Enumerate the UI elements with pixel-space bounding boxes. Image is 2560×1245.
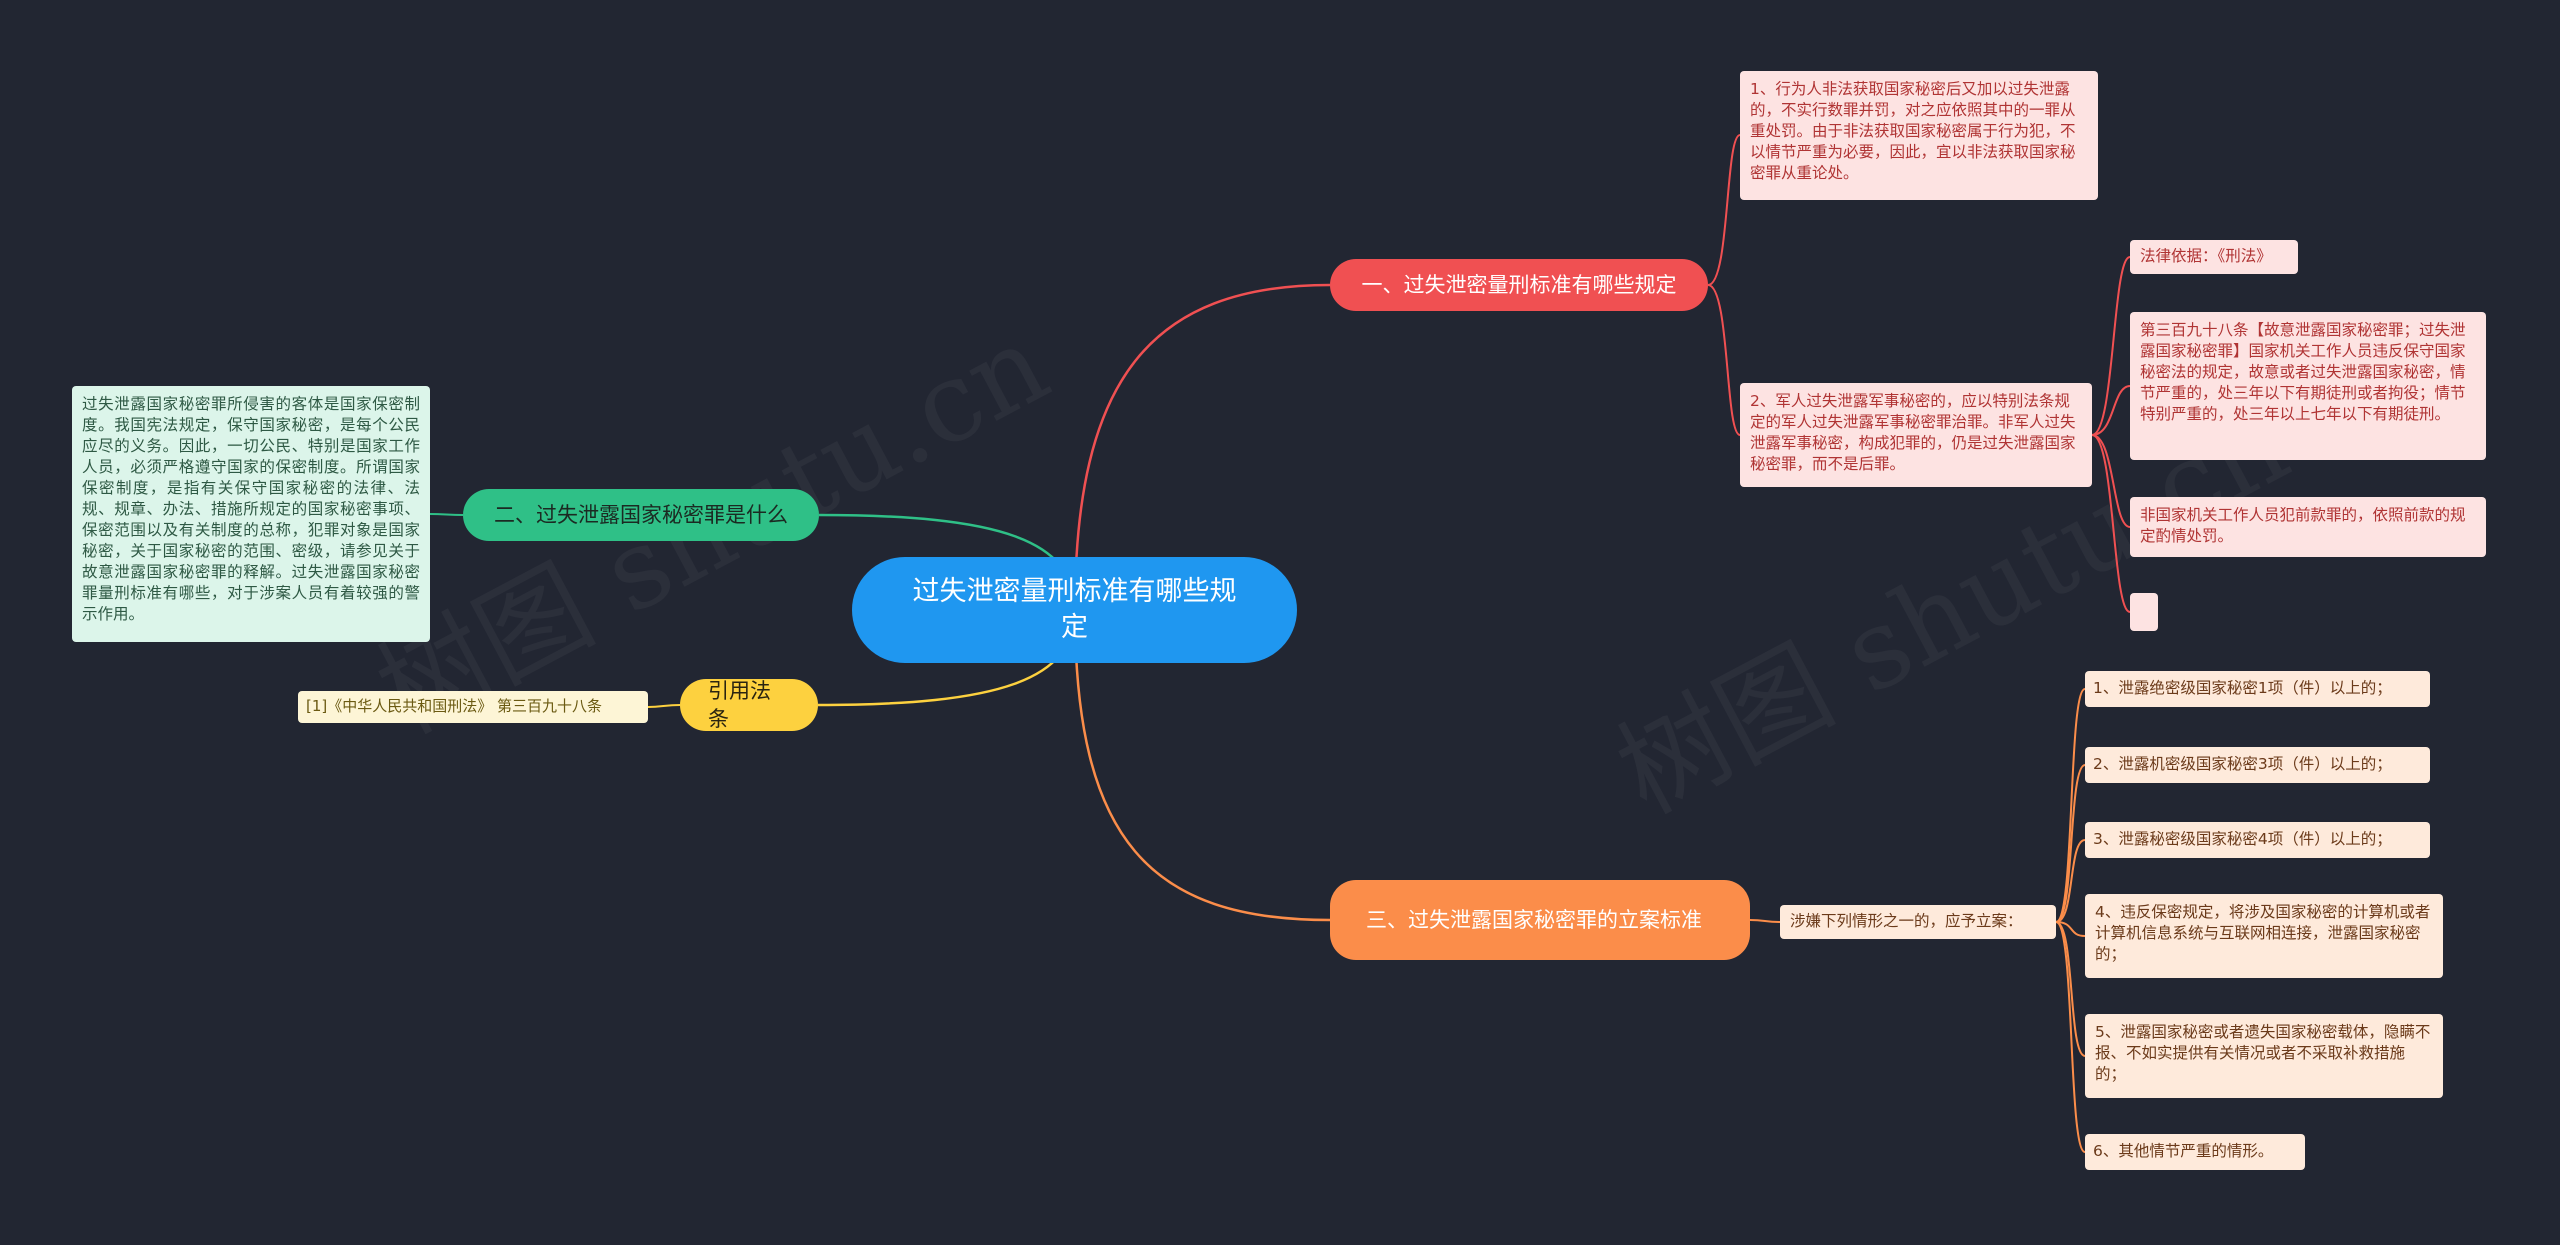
root-title: 过失泄密量刑标准有哪些规定 — [912, 576, 1237, 643]
leaf-legal-basis[interactable]: 法律依据：《刑法》 — [2130, 240, 2298, 274]
branch-cited-law[interactable]: 引用法条 — [680, 679, 818, 731]
link-connector-item5 — [2055, 921, 2086, 1057]
branch-title: 二、过失泄露国家秘密罪是什么 — [494, 503, 788, 527]
leaf-empty[interactable] — [2130, 593, 2158, 631]
leaf-filing-item-4[interactable]: 4、违反保密规定，将涉及国家秘密的计算机或者计算机信息系统与互联网相连接，泄露国… — [2085, 894, 2443, 978]
branch-title: 三、过失泄露国家秘密罪的立案标准 — [1366, 908, 1702, 932]
link-branch3-connector — [1749, 919, 1781, 923]
branch-title: 一、过失泄密量刑标准有哪些规定 — [1361, 273, 1677, 297]
leaf-non-official[interactable]: 非国家机关工作人员犯前款罪的，依照前款的规定酌情处罚。 — [2130, 497, 2486, 557]
root-topic[interactable]: 过失泄密量刑标准有哪些规定 — [852, 557, 1297, 663]
branch-penalty-standards[interactable]: 一、过失泄密量刑标准有哪些规定 — [1330, 259, 1708, 311]
leaf-filing-condition[interactable]: 涉嫌下列情形之一的，应予立案： — [1780, 905, 2056, 939]
link-connector-item1 — [2055, 688, 2086, 923]
link-branch4-leaf — [647, 704, 681, 708]
link-root-branch3 — [1073, 609, 1331, 922]
link-child2-sub4 — [2091, 434, 2131, 613]
branch-crime-definition[interactable]: 二、过失泄露国家秘密罪是什么 — [463, 489, 819, 541]
leaf-filing-item-1[interactable]: 1、泄露绝密级国家秘密1项（件）以上的； — [2085, 671, 2430, 707]
link-branch1-child2 — [1707, 284, 1741, 436]
link-connector-item6 — [2055, 921, 2086, 1153]
leaf-illegal-acquisition[interactable]: 1、行为人非法获取国家秘密后又加以过失泄露的，不实行数罪并罚，对之应依照其中的一… — [1740, 71, 2098, 200]
leaf-military-secrets[interactable]: 2、军人过失泄露军事秘密的，应以特别法条规定的军人过失泄露军事秘密罪治罪。非军人… — [1740, 383, 2092, 487]
branch-title: 引用法条 — [708, 679, 771, 731]
link-connector-item4 — [2055, 921, 2086, 937]
link-child2-sub1 — [2091, 256, 2131, 436]
link-child2-sub2 — [2091, 385, 2131, 436]
link-connector-item3 — [2055, 839, 2086, 923]
leaf-filing-item-5[interactable]: 5、泄露国家秘密或者遗失国家秘密载体，隐瞒不报、不如实提供有关情况或者不采取补救… — [2085, 1014, 2443, 1098]
leaf-filing-item-6[interactable]: 6、其他情节严重的情形。 — [2085, 1134, 2305, 1170]
link-branch2-leaf — [429, 513, 464, 516]
link-root-branch1 — [1073, 283, 1331, 611]
link-connector-item2 — [2055, 764, 2086, 923]
leaf-filing-item-2[interactable]: 2、泄露机密级国家秘密3项（件）以上的； — [2085, 747, 2430, 783]
leaf-filing-item-3[interactable]: 3、泄露秘密级国家秘密4项（件）以上的； — [2085, 822, 2430, 858]
link-child2-sub3 — [2091, 434, 2131, 528]
leaf-article-398[interactable]: 第三百九十八条【故意泄露国家秘密罪；过失泄露国家秘密罪】国家机关工作人员违反保守… — [2130, 312, 2486, 460]
branch-filing-standards[interactable]: 三、过失泄露国家秘密罪的立案标准 — [1330, 880, 1750, 960]
leaf-law-reference[interactable]: [1]《中华人民共和国刑法》 第三百九十八条 — [298, 691, 648, 723]
link-branch1-child1 — [1707, 134, 1741, 286]
leaf-crime-definition-text[interactable]: 过失泄露国家秘密罪所侵害的客体是国家保密制度。我国宪法规定，保守国家秘密，是每个… — [72, 386, 430, 642]
